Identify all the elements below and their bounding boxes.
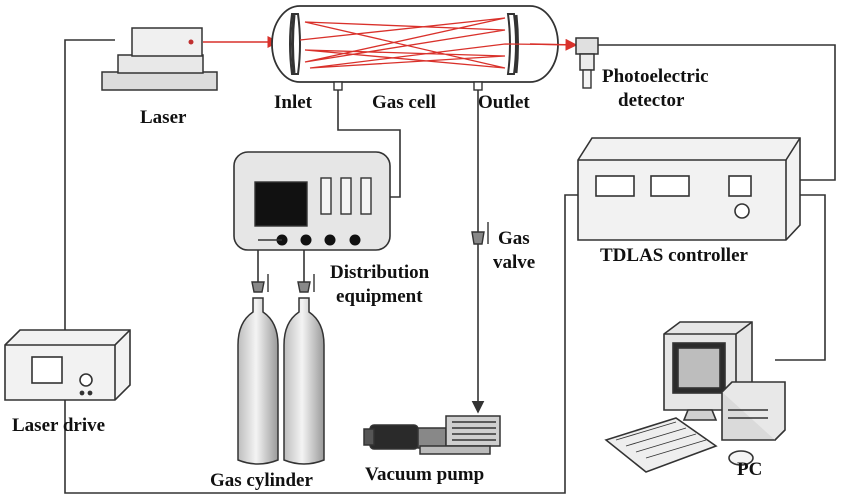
laser-drive — [4, 329, 131, 401]
laser-drive-label: Laser drive — [12, 415, 106, 436]
laser-to-drive-wire — [64, 39, 115, 330]
multipass-beams — [299, 17, 591, 69]
tdlas-controller — [577, 137, 801, 241]
distribution-label: Distribution — [330, 262, 430, 283]
pc-label: PC — [737, 459, 763, 480]
laser-label: Laser — [140, 107, 187, 128]
gas-cell-label: Gas cell — [372, 92, 436, 113]
drive-to-controller-wire — [64, 194, 578, 494]
connection-wires — [64, 39, 836, 494]
photoelectric-label: Photoelectric — [602, 66, 709, 87]
detector-label: detector — [618, 90, 685, 111]
equipment-label: equipment — [336, 286, 423, 307]
gas-valve-label-gas: Gas — [498, 228, 530, 249]
distribution-equipment — [233, 151, 391, 251]
cylinder-valves — [251, 274, 315, 293]
gas-cylinder-label: Gas cylinder — [210, 470, 313, 491]
controller-to-pc-wire — [775, 194, 826, 361]
tdlas-controller-label: TDLAS controller — [600, 245, 748, 266]
laser-device — [101, 27, 218, 91]
detector-to-controller-wire — [590, 44, 836, 181]
gas-cylinders — [237, 297, 325, 465]
photoelectric-detector — [575, 37, 599, 89]
inlet-label: Inlet — [274, 92, 312, 113]
pc-computer — [604, 321, 786, 473]
outlet-label: Outlet — [478, 92, 530, 113]
vacuum-pump — [363, 415, 501, 455]
gas-valve — [471, 222, 489, 245]
laser-beam-out — [529, 38, 578, 51]
gas-valve-label-valve: valve — [493, 252, 536, 273]
gas-cell — [271, 5, 559, 91]
vacuum-pump-label: Vacuum pump — [365, 464, 485, 485]
distribution-to-inlet-tube — [337, 85, 401, 198]
